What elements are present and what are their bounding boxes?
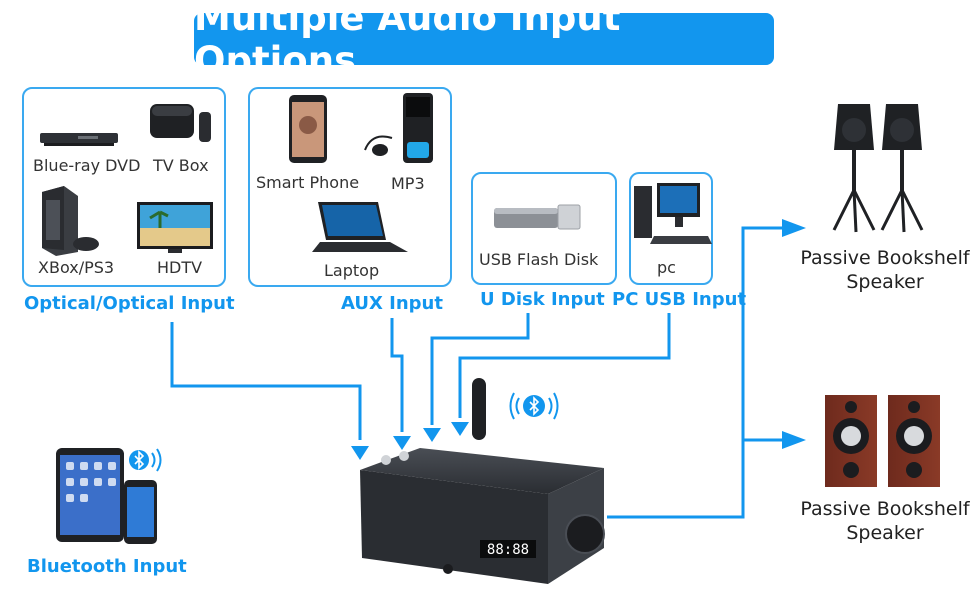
category-label-udisk: U Disk Input — [480, 289, 605, 310]
usb-flash-disk-icon — [494, 204, 581, 230]
device-label-usbflash: USB Flash Disk — [479, 250, 599, 269]
tv-box-icon — [150, 104, 211, 142]
tablet-icon — [56, 448, 124, 542]
arrow-right-icon — [782, 431, 806, 449]
bookshelf-speaker-left-icon — [825, 395, 877, 487]
device-label-pc: pc — [657, 258, 676, 277]
bluetooth-icon — [129, 450, 149, 470]
amp-display-text: 88:88 — [487, 542, 529, 558]
pa-speaker-left-icon — [832, 104, 876, 233]
laptop-icon — [312, 202, 408, 252]
antenna-icon — [472, 378, 486, 440]
category-label-bluetooth: Bluetooth Input — [27, 556, 187, 577]
xbox-console-icon — [42, 186, 99, 256]
speaker-label-bottom: Passive Bookshelf Speaker — [795, 497, 970, 545]
amplifier-device: 88:88 — [360, 378, 605, 584]
device-label-smartphone: Smart Phone — [256, 173, 360, 192]
arrow-down-icon — [393, 436, 411, 450]
bluetooth-waves-icon — [151, 448, 162, 472]
arrow-heads — [351, 219, 806, 460]
speaker-label-top-line2: Speaker — [846, 271, 924, 293]
category-label-pcusb: PC USB Input — [612, 289, 747, 310]
bluray-dvd-icon — [40, 133, 118, 146]
connector-lines — [170, 226, 785, 519]
speaker-label-top: Passive Bookshelf Speaker — [795, 246, 970, 294]
arrow-down-icon — [451, 422, 469, 436]
bluetooth-waves-icon — [509, 392, 559, 420]
device-label-tvbox: TV Box — [153, 156, 209, 175]
arrow-right-icon — [782, 219, 806, 237]
device-label-mp3: MP3 — [391, 174, 425, 193]
mp3-player-icon — [364, 93, 433, 163]
speaker-label-top-line1: Passive Bookshelf — [800, 247, 970, 269]
pc-icon — [634, 183, 712, 244]
bookshelf-speaker-right-icon — [888, 395, 940, 487]
arrow-down-icon — [423, 428, 441, 442]
pa-speaker-right-icon — [880, 104, 924, 233]
category-label-optical: Optical/Optical Input — [24, 293, 235, 314]
device-label-xbox: XBox/PS3 — [38, 258, 115, 277]
device-label-hdtv: HDTV — [157, 258, 203, 277]
speaker-label-bottom-line1: Passive Bookshelf — [800, 498, 970, 520]
bluetooth-icon — [523, 395, 545, 417]
hdtv-icon — [137, 202, 213, 253]
udisk-devices-box — [471, 172, 617, 285]
volume-knob-icon — [565, 514, 605, 554]
device-label-bluray: Blue-ray DVD — [33, 156, 141, 175]
smart-phone-icon — [289, 95, 327, 163]
category-label-aux: AUX Input — [341, 293, 443, 314]
device-label-laptop: Laptop — [324, 261, 380, 280]
arrow-down-icon — [351, 446, 369, 460]
speaker-label-bottom-line2: Speaker — [846, 522, 924, 544]
bluetooth-phone-icon — [124, 480, 157, 544]
